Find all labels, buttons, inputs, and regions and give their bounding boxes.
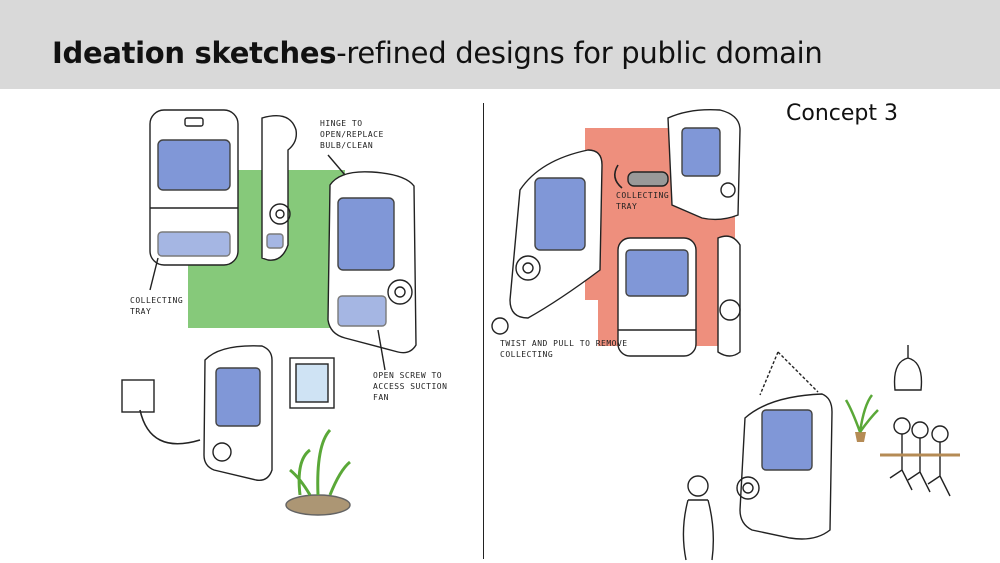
title-rest: -refined designs for public domain [336, 36, 823, 70]
slide-title: Ideation sketches-refined designs for pu… [52, 36, 823, 70]
uv-panel-hanging [761, 409, 813, 471]
wall-socket [121, 379, 155, 413]
annotation-suction-fan: OPEN SCREW TO ACCESS SUCTION FAN [373, 371, 448, 402]
potted-plant-right [844, 394, 879, 442]
annotation-collecting-tray-left: COLLECTING TRAY [130, 296, 184, 316]
annotation-hinge: HINGE TO OPEN/REPLACE BULB/CLEAN [320, 119, 384, 150]
device-side-view [261, 115, 298, 261]
uv-panel-perspective [337, 197, 395, 271]
concept-label: Concept 3 [786, 101, 898, 126]
title-bar [0, 0, 1000, 89]
standing-person [682, 475, 715, 561]
uv-panel-angled [534, 177, 586, 251]
potted-plant-left [285, 428, 351, 516]
waiting-people [880, 417, 960, 497]
left-sketch-group [121, 109, 417, 516]
tray-front [157, 231, 231, 257]
uv-panel-upper [681, 127, 721, 177]
hanging-lamp [893, 345, 923, 391]
right-sketch-group [491, 108, 960, 561]
annotation-collecting-tray-right: COLLECTING TRAY [616, 191, 670, 211]
uv-panel-center [625, 249, 689, 297]
collecting-tray-cylinder [627, 171, 669, 187]
title-bold: Ideation sketches [52, 36, 337, 70]
annotation-twist-pull: TWIST AND PULL TO REMOVE COLLECTING [500, 339, 628, 359]
center-divider [483, 103, 484, 559]
uv-panel-front [157, 139, 231, 191]
device-side-right [717, 235, 741, 357]
uv-panel-wall [215, 367, 261, 427]
